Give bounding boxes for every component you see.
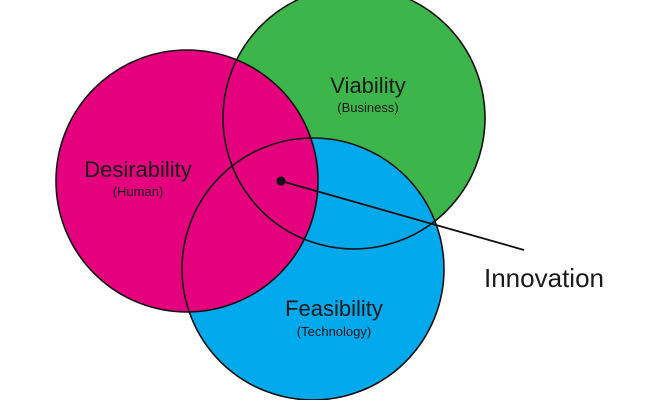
desirability-circle [56,50,318,312]
feasibility-title: Feasibility [285,296,383,321]
innovation-label: Innovation [484,263,604,293]
desirability-title: Desirability [84,157,192,182]
viability-title: Viability [330,73,405,98]
innovation-pointer-line [280,180,525,251]
circle-outlines [55,0,486,400]
innovation-point [276,176,286,186]
desirability-subtitle: (Human) [113,184,164,199]
viability-subtitle: (Business) [337,100,398,115]
feasibility-subtitle: (Technology) [297,324,371,339]
